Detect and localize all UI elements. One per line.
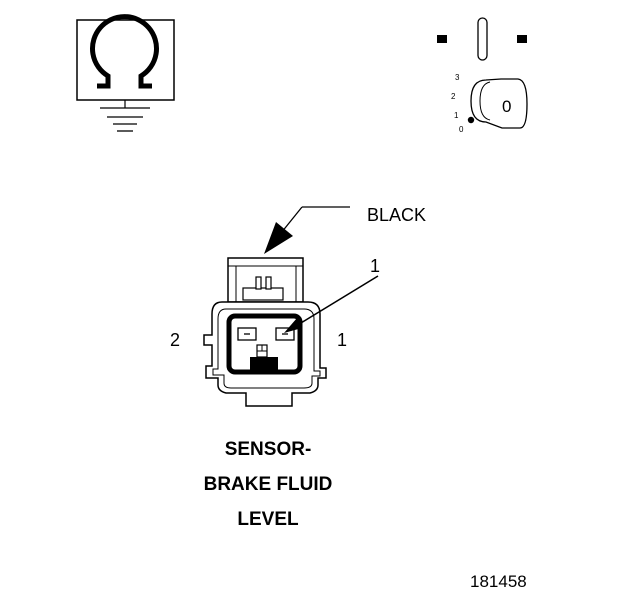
component-title-line-2: BRAKE FLUID xyxy=(203,474,333,495)
key-position-1: 1 xyxy=(454,111,459,120)
ohm-symbol-ground-icon xyxy=(76,14,175,132)
key-position-2: 2 xyxy=(451,92,456,101)
pin-1-label: 1 xyxy=(337,330,347,350)
pin-callout-number: 1 xyxy=(370,256,380,276)
key-position-3: 3 xyxy=(455,73,460,82)
pin-2-label: 2 xyxy=(170,330,180,350)
ignition-key-icon: 0 3 2 1 0 xyxy=(437,17,528,134)
connector-body xyxy=(203,257,327,407)
figure-number: 181458 xyxy=(470,572,527,591)
key-position-0: 0 xyxy=(459,125,464,134)
wire-color-callout: BLACK xyxy=(264,205,426,254)
component-title-line-3: LEVEL xyxy=(237,509,299,530)
pin-1-callout: 1 xyxy=(284,256,380,333)
key-position-label: 0 xyxy=(502,97,511,116)
component-title-line-1: SENSOR- xyxy=(224,439,312,460)
wire-color-label: BLACK xyxy=(367,205,426,225)
